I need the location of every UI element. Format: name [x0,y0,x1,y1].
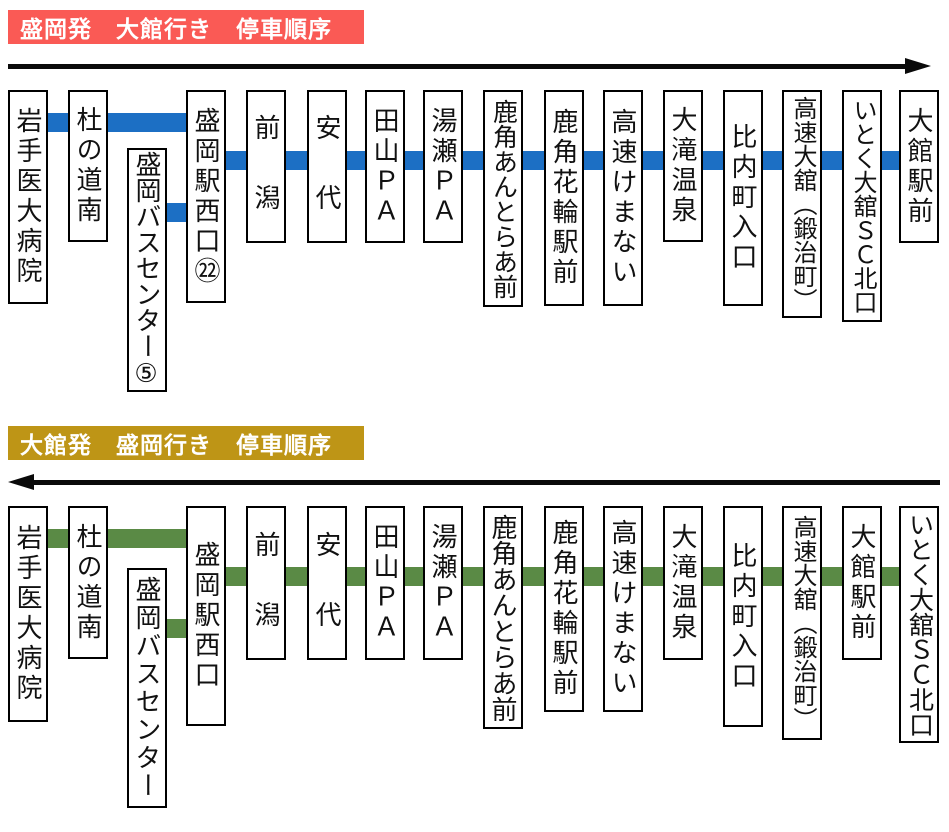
stop-label: 田山ＰＡ [370,523,400,643]
stop-box: 大滝温泉 [663,90,703,242]
stop-label: 盛岡バスセンター⑤ [132,151,162,389]
stop-label: 杜の道南 [73,106,103,226]
stop-label: 大滝温泉 [668,106,698,226]
arrow-shaft [34,480,940,485]
stop-box: 鹿角あんとらあ前 [483,90,523,307]
stop-box: 盛岡バスセンター [127,568,167,808]
stop-label: 安 代 [312,114,342,219]
route-section-inbound: 大館発 盛岡行き 停車順序 岩手医大病院杜の道南盛岡バスセンター盛岡駅西口前 潟… [0,416,949,832]
stop-label: 盛岡駅西口 [191,541,221,691]
stop-label: いとく大舘ＳＣ北口 [905,512,934,737]
stop-label: 比内町入口 [728,123,758,273]
stop-box: 高速けまない [603,90,643,306]
stop-label: 前 潟 [251,114,281,219]
stop-label: 安 代 [312,530,342,636]
stop-box: 田山ＰＡ [365,90,405,243]
stop-label: 高速けまない [608,108,638,288]
arrow-head-left-icon [8,474,34,490]
stop-label: 岩手医大病院 [13,524,43,704]
stop-box: 前 潟 [246,90,286,243]
stop-box: 杜の道南 [68,506,108,659]
stop-box: 高速大舘（鍛治町） [782,90,822,318]
stop-box: 大館駅前 [842,506,882,660]
stop-box: 岩手医大病院 [8,506,48,722]
arrow-shaft [8,64,905,69]
stop-box: いとく大舘ＳＣ北口 [899,506,939,743]
stop-box: 盛岡バスセンター⑤ [127,148,167,392]
stop-box: 比内町入口 [723,90,763,306]
stop-label: 大館駅前 [904,106,934,227]
arrow-head-right-icon [905,58,931,74]
stop-label: 高速大舘（鍛治町） [789,515,816,731]
stop-label: 鹿角あんとらあ前 [488,513,518,722]
route-line-segment [28,529,206,548]
stop-label: 盛岡バスセンター [132,576,162,800]
stop-label: 岩手医大病院 [13,107,43,287]
stop-label: 盛岡駅西口㉒ [191,106,221,287]
stop-label: 比内町入口 [728,541,758,692]
stop-box: 鹿角花輪駅前 [544,90,584,306]
stop-box: 盛岡駅西口 [186,506,226,726]
stop-box: 高速けまない [603,506,643,712]
stop-box: 大館駅前 [899,90,939,243]
stop-label: 鹿角あんとらあ前 [489,98,518,299]
stop-label: いとく大舘ＳＣ北口 [849,98,876,314]
stop-box: 鹿角花輪駅前 [544,506,584,712]
route-header-inbound: 大館発 盛岡行き 停車順序 [8,426,364,460]
stop-label: 田山ＰＡ [370,106,400,227]
stop-box: いとく大舘ＳＣ北口 [842,90,882,322]
stop-box: 前 潟 [246,506,286,660]
stop-box: 田山ＰＡ [365,506,405,660]
stop-label: 高速大舘（鍛治町） [789,96,816,312]
stop-box: 湯瀬ＰＡ [423,506,463,660]
stop-label: 高速けまない [608,519,638,699]
stop-box: 鹿角あんとらあ前 [483,506,523,729]
stop-box: 湯瀬ＰＡ [423,90,463,243]
stop-box: 岩手医大病院 [8,90,48,304]
stop-label: 鹿角花輪駅前 [549,519,579,699]
stop-label: 湯瀬ＰＡ [428,106,458,227]
stop-label: 鹿角花輪駅前 [549,108,579,288]
stop-box: 杜の道南 [68,90,108,242]
stop-box: 高速大舘（鍛治町） [782,506,822,740]
stop-label: 大滝温泉 [668,523,698,643]
stop-box: 安 代 [307,90,347,243]
stop-label: 湯瀬ＰＡ [428,523,458,643]
stop-label: 前 潟 [251,530,281,636]
stop-label: 大館駅前 [847,523,877,643]
stop-box: 比内町入口 [723,506,763,727]
stop-box: 盛岡駅西口㉒ [186,90,226,303]
stop-box: 安 代 [307,506,347,660]
route-header-outbound: 盛岡発 大館行き 停車順序 [8,10,364,44]
route-line-segment [28,113,206,132]
stop-label: 杜の道南 [73,522,103,643]
stop-box: 大滝温泉 [663,506,703,660]
